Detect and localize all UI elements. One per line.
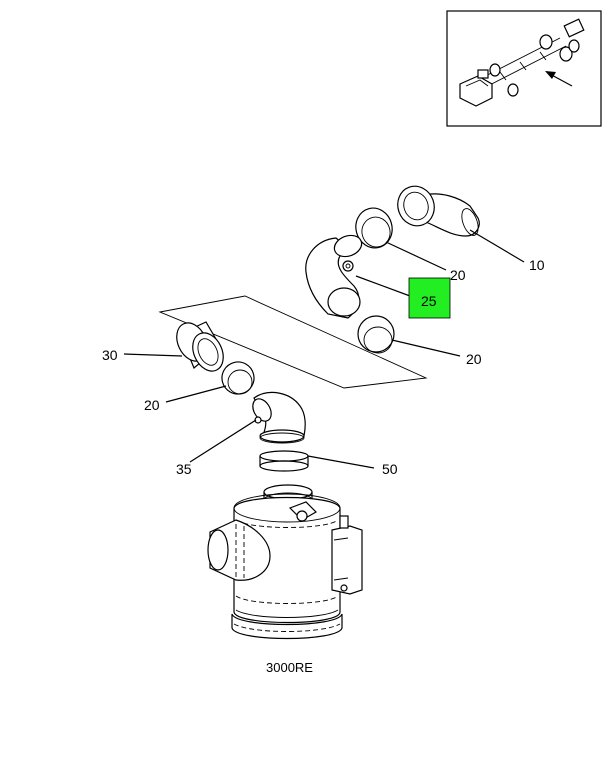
callout-35: 35 <box>176 461 192 477</box>
callout-20-right: 20 <box>466 351 482 367</box>
callout-10: 10 <box>529 257 545 273</box>
drawing-code: 3000RE <box>266 660 313 675</box>
hose-clamp-20-left <box>221 361 255 395</box>
air-cleaner-housing <box>207 484 363 640</box>
callout-25-highlight[interactable] <box>408 277 451 319</box>
callout-20-left: 20 <box>144 397 160 413</box>
elbow-35 <box>252 391 306 444</box>
callout-30: 30 <box>102 347 118 363</box>
callout-25[interactable]: 25 <box>421 293 437 309</box>
leader-lines <box>123 229 525 469</box>
hose-clamp-20-upper <box>355 207 393 249</box>
elbow-hose-10 <box>397 185 480 237</box>
coupling-30 <box>176 321 224 372</box>
assembly-outline <box>158 295 428 389</box>
hose-clamp-20-right <box>357 315 395 354</box>
callout-50: 50 <box>382 461 398 477</box>
locator-inset <box>446 10 602 127</box>
bent-hose-25 <box>305 234 363 319</box>
seal-ring-50 <box>259 450 309 472</box>
callout-20-upper: 20 <box>450 267 466 283</box>
chassis-locator-icon <box>459 18 585 107</box>
